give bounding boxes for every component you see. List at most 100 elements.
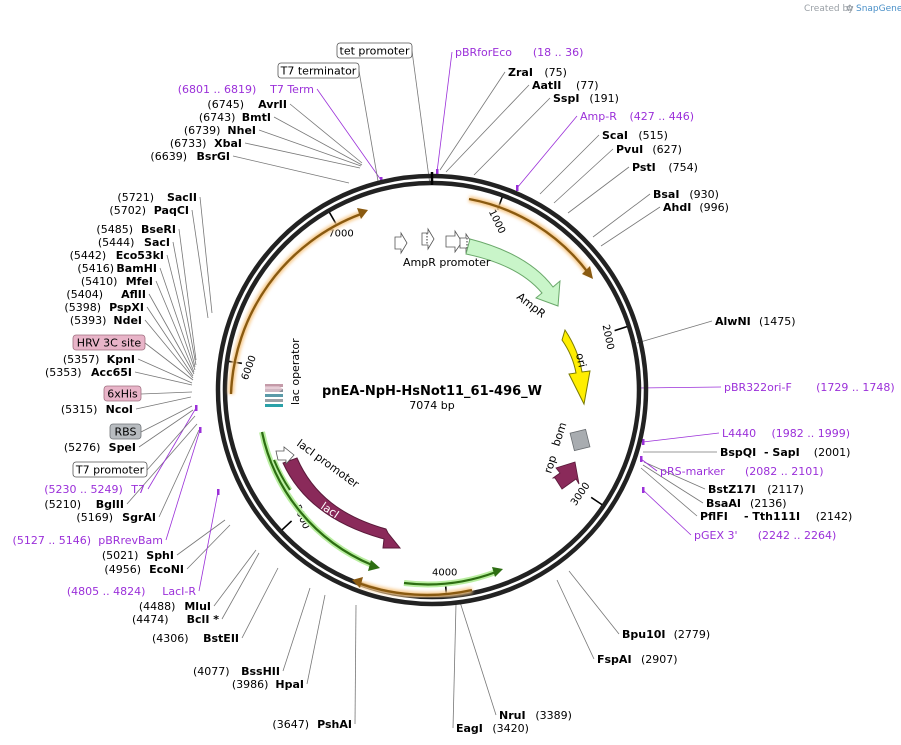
- site-scai: ScaI: [602, 129, 628, 142]
- leader-line: [146, 306, 194, 377]
- site-pos: (5353): [45, 366, 82, 379]
- site-pos: (77): [576, 79, 599, 92]
- tick-label-4000: 4000: [432, 568, 457, 579]
- site-bsai: BsaI: [653, 188, 679, 201]
- orange-arc-top-right: [468, 196, 593, 279]
- leader-line: [146, 415, 196, 471]
- leader-line: [159, 267, 196, 371]
- ampr-arrow: [465, 238, 561, 307]
- leader-line: [140, 391, 193, 395]
- leader-line: [306, 594, 326, 685]
- box-rbs-label: RBS: [115, 426, 137, 439]
- site-pos: (3420): [492, 722, 529, 735]
- leader-line: [358, 70, 379, 182]
- site-saci: SacI: [144, 236, 170, 249]
- site-pos: (2142): [816, 510, 853, 523]
- primer-leader: [640, 458, 658, 472]
- leader-line: [221, 552, 260, 620]
- site-psti: PstI: [632, 161, 656, 174]
- leader-line: [232, 155, 350, 184]
- outer-labels: AvrII(6745)BmtI(6743)NheI(6739)XbaI(6733…: [13, 42, 895, 735]
- leader-line: [439, 71, 506, 171]
- plasmid-size: 7074 bp: [409, 399, 454, 412]
- site-pos: (2907): [641, 653, 678, 666]
- site-pos: (5410): [81, 275, 118, 288]
- primer-leader: [637, 386, 722, 389]
- leader-line: [186, 524, 231, 570]
- site-pos: (5702): [109, 204, 146, 217]
- site-pos: (1475): [759, 315, 796, 328]
- primer-leader: [642, 432, 720, 443]
- leader-line: [600, 206, 661, 247]
- site-acc65i: Acc65I: [91, 366, 132, 379]
- primer-ampr-mark: [516, 185, 519, 191]
- tick-label-3000: 3000: [569, 481, 593, 508]
- leader-line: [289, 103, 363, 164]
- site-bseri: BseRI: [141, 223, 176, 236]
- site-nhei: NheI: [227, 124, 256, 137]
- leader-line: [642, 464, 704, 504]
- site-pos: (3986): [232, 678, 269, 691]
- site-bglii: BglII: [96, 498, 124, 511]
- leader-line: [539, 134, 600, 195]
- site-pos: (930): [689, 188, 719, 201]
- leader-line: [137, 358, 193, 384]
- box-hrv: [72, 334, 146, 351]
- leader-line: [640, 467, 698, 517]
- green-arc-outer: [259, 431, 380, 571]
- site-avrii: AvrII: [258, 98, 287, 111]
- primer-ampr: Amp-R: [580, 110, 617, 123]
- box-his: [103, 385, 142, 402]
- leader-line: [556, 579, 595, 660]
- site-pos: (2136): [750, 497, 787, 510]
- site-bcli: BclI *: [187, 613, 220, 626]
- green-arc-laci-promoter: [271, 459, 293, 492]
- site-pos: (6639): [150, 150, 187, 163]
- site-pos: (4956): [104, 563, 141, 576]
- primer-pbr322orif: pBR322ori-F: [724, 381, 792, 394]
- site-alwni: AlwNI: [715, 315, 751, 328]
- site-bpu10i: Bpu10I: [622, 628, 666, 641]
- site-pos: (5210): [44, 498, 81, 511]
- primer-leader: [165, 429, 201, 541]
- box-t7-terminator-label: T7 terminator: [280, 65, 357, 78]
- lac-operator-stack: [265, 384, 283, 407]
- primer-lacir-mark: [217, 489, 220, 495]
- leader-line: [459, 601, 497, 716]
- tick-label-6000: 6000: [240, 354, 259, 382]
- leader-line: [553, 148, 614, 204]
- tick-label-7000: 7000: [328, 228, 353, 239]
- bom-feature: [569, 428, 591, 452]
- primer-pbrforeco-mark: [436, 169, 439, 175]
- label-bom: bom: [549, 421, 569, 448]
- primer-leader: [642, 489, 692, 536]
- label-rop: rop: [541, 454, 559, 475]
- primer-pbrrevbam: pBRrevBam: [98, 534, 163, 547]
- site-pos: (5276): [64, 441, 101, 454]
- leader-line: [282, 587, 311, 672]
- site-ndei: NdeI: [113, 314, 142, 327]
- label-ori: ori: [573, 352, 589, 369]
- primer-leader: [516, 115, 578, 189]
- primer-pbrforeco: pBRforEco: [455, 46, 512, 59]
- site-bsrgi: BsrGI: [197, 150, 230, 163]
- leader-line: [244, 142, 361, 169]
- primer-pbrrevbam-mark: [199, 427, 202, 433]
- box-t7-promoter-label: T7 promoter: [75, 464, 145, 477]
- site-bamhi: BamHI: [116, 262, 157, 275]
- site-pos: (191): [589, 92, 619, 105]
- site-alt: - SapI: [764, 446, 800, 459]
- primer-prsmarker: pRS-marker: [660, 465, 725, 478]
- site-pos: (2117): [767, 483, 804, 496]
- site-ncoi: NcoI: [106, 403, 133, 416]
- leader-line: [178, 228, 197, 361]
- site-sphi: SphI: [146, 549, 174, 562]
- primer-t7term-range: (6801 .. 6819): [178, 83, 257, 96]
- site-pos: (4488): [139, 600, 176, 613]
- primer-leader: [316, 88, 382, 181]
- site-bspqi: BspQI: [720, 446, 756, 459]
- label-lac-operator: lac operator: [289, 338, 302, 405]
- site-pos: (2779): [674, 628, 711, 641]
- primer-leader: [436, 51, 453, 173]
